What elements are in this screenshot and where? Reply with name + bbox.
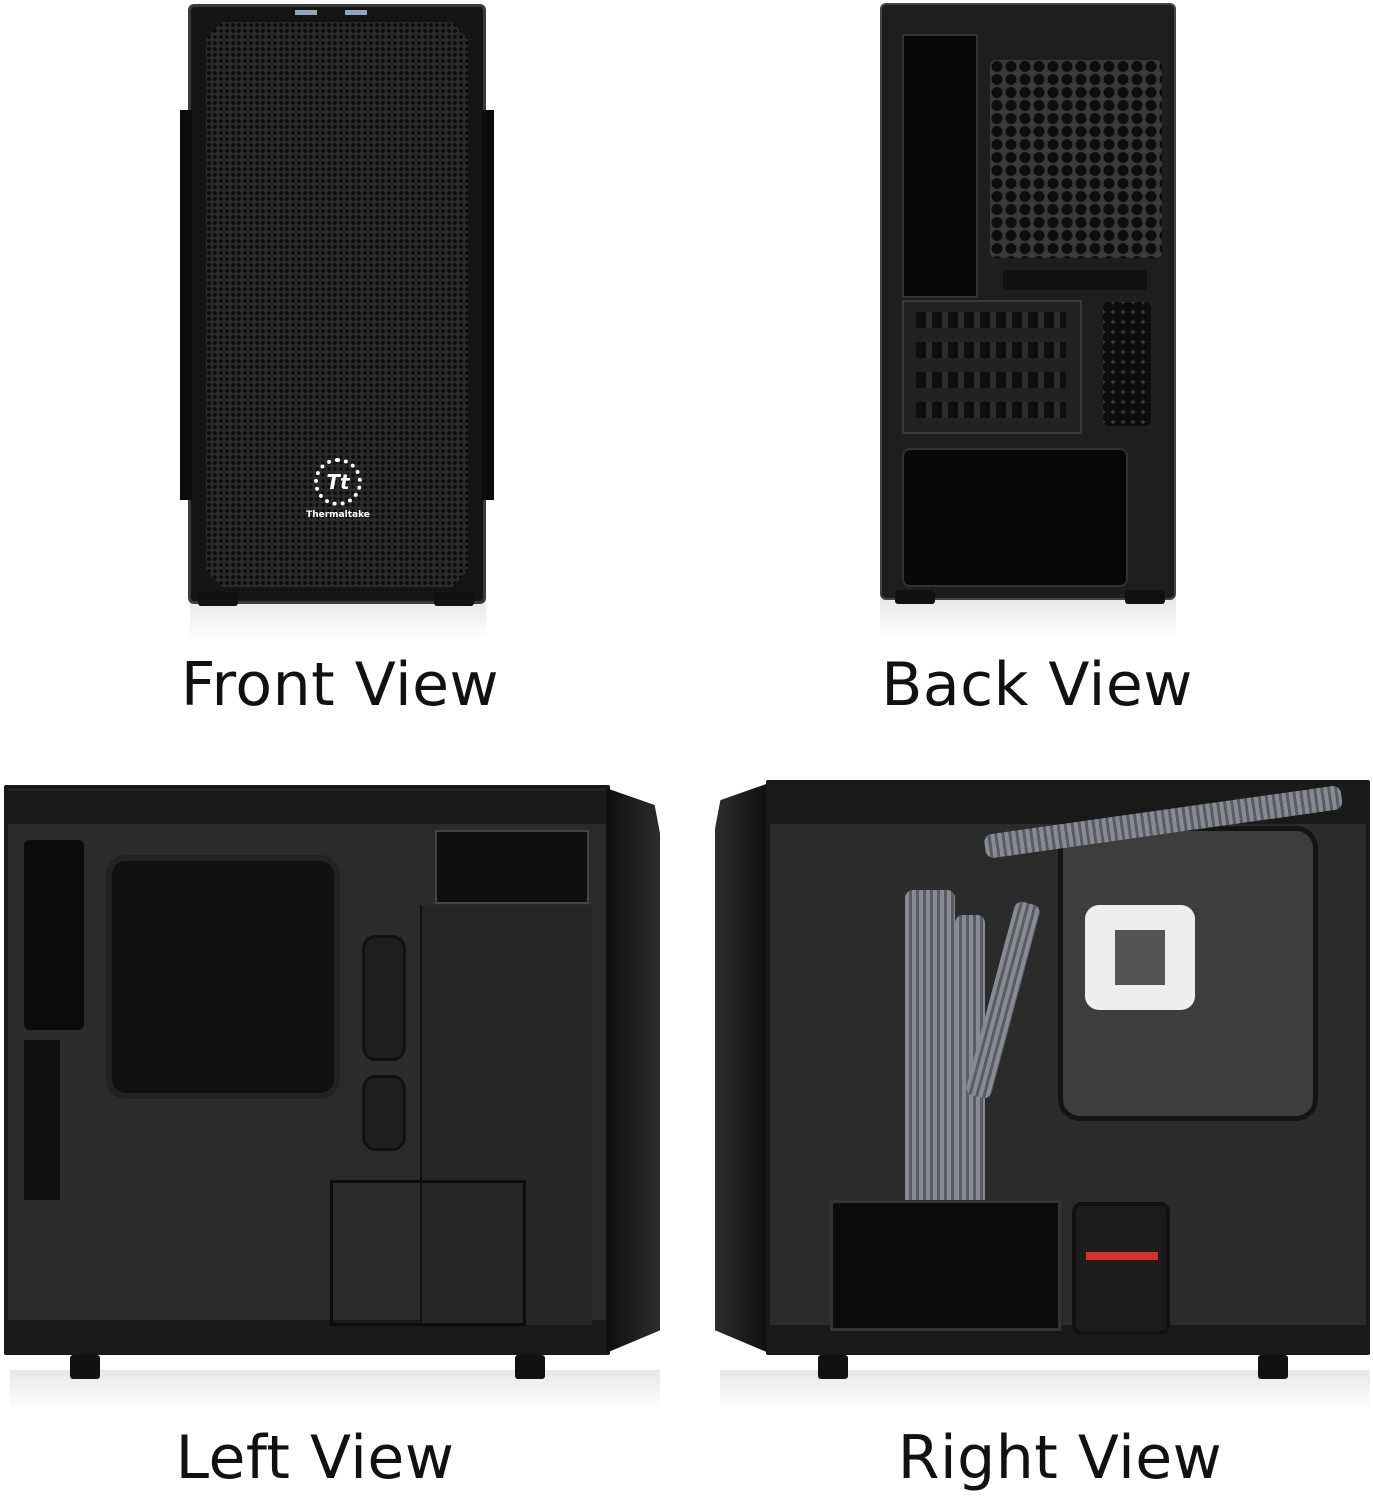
logo-text: Thermaltake bbox=[306, 510, 370, 520]
front-io-button bbox=[345, 10, 367, 15]
cpu-backplate bbox=[1085, 905, 1195, 1010]
drive-bay bbox=[435, 830, 589, 904]
side-vent bbox=[1103, 302, 1151, 426]
rear-fan bbox=[24, 840, 84, 1030]
thermaltake-logo: Tt Thermaltake bbox=[303, 458, 373, 528]
back-view-label: Back View bbox=[881, 650, 1193, 720]
front-io-button bbox=[295, 10, 317, 15]
left-view-label: Left View bbox=[175, 1423, 455, 1493]
right-view-label: Right View bbox=[897, 1423, 1223, 1493]
io-shield-cutout bbox=[902, 34, 978, 298]
rear-fan-grill bbox=[990, 60, 1162, 258]
psu-bay bbox=[902, 448, 1128, 587]
psu bbox=[1072, 1202, 1170, 1335]
tt-logo-icon: Tt bbox=[314, 458, 362, 506]
front-view-label: Front View bbox=[180, 650, 500, 720]
